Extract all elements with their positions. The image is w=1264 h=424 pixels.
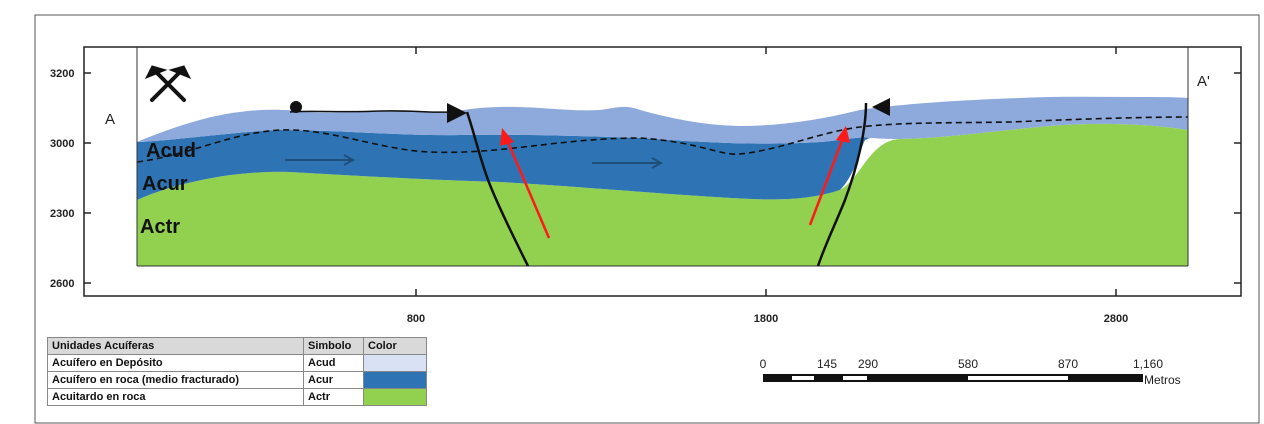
y-tick-label: 3000 bbox=[50, 138, 74, 150]
unit-label-actr: Actr bbox=[140, 216, 180, 238]
legend-header-symbol: Simbolo bbox=[303, 337, 364, 355]
crossed-hammers-icon bbox=[144, 65, 192, 102]
x-axis bbox=[415, 47, 1117, 296]
topographic-surface bbox=[289, 110, 451, 113]
legend-unit-name: Acuífero en Depósito bbox=[47, 354, 304, 372]
acur-layer bbox=[137, 130, 870, 200]
fault-triangle-right bbox=[872, 98, 890, 116]
legend-color-swatch bbox=[363, 388, 427, 406]
vertical-flow-arrows bbox=[500, 126, 850, 239]
legend-unit-code: Acud bbox=[303, 354, 364, 372]
legend-color-swatch bbox=[363, 371, 427, 389]
section-label-right: A' bbox=[1197, 73, 1210, 90]
lateral-arrowhead-1 bbox=[343, 154, 356, 166]
fault-line-right bbox=[816, 102, 868, 267]
scale-label: 1,160 bbox=[1133, 357, 1163, 371]
scale-label: 0 bbox=[760, 357, 767, 371]
flow-arrow-right bbox=[808, 137, 845, 226]
fault-line-left bbox=[465, 111, 530, 267]
aquifer-units-legend: Unidades Acuíferas Simbolo Color Acuífer… bbox=[47, 337, 427, 406]
y-tick-label: 2600 bbox=[50, 278, 74, 290]
flow-arrowhead-left bbox=[500, 128, 514, 146]
water-table-line bbox=[136, 116, 1189, 163]
legend-header-color: Color bbox=[363, 337, 427, 355]
legend-row: Acuitardo en roca Actr bbox=[47, 388, 427, 406]
legend-row: Acuífero en Depósito Acud bbox=[47, 354, 427, 372]
legend-unit-name: Acuífero en roca (medio fracturado) bbox=[47, 371, 304, 389]
x-tick-label: 2800 bbox=[1104, 313, 1128, 325]
unit-label-acud: Acud bbox=[146, 140, 196, 162]
acud-layer bbox=[137, 96, 1188, 144]
lateral-arrowhead-2 bbox=[651, 157, 664, 169]
legend-unit-code: Acur bbox=[303, 371, 364, 389]
scale-bar bbox=[763, 374, 1143, 382]
y-tick-label: 2300 bbox=[50, 208, 74, 220]
well-marker bbox=[290, 101, 302, 113]
section-label-left: A bbox=[105, 111, 115, 128]
scale-label: 290 bbox=[858, 357, 878, 371]
scale-label: 580 bbox=[958, 357, 978, 371]
legend-color-swatch bbox=[363, 354, 427, 372]
actr-layer bbox=[137, 123, 1188, 266]
figure-border bbox=[34, 14, 1260, 424]
flow-arrowhead-right bbox=[836, 126, 850, 143]
legend-row: Acuífero en roca (medio fracturado) Acur bbox=[47, 371, 427, 389]
legend-unit-name: Acuitardo en roca bbox=[47, 388, 304, 406]
scale-label: 145 bbox=[817, 357, 837, 371]
y-tick-label: 3200 bbox=[50, 68, 74, 80]
y-axis bbox=[84, 72, 1241, 284]
fault-triangle-left bbox=[447, 103, 467, 123]
scale-label: 870 bbox=[1058, 357, 1078, 371]
lateral-flow-arrows bbox=[285, 154, 664, 169]
scale-unit: Metros bbox=[1144, 373, 1181, 387]
legend-header-row: Unidades Acuíferas Simbolo Color bbox=[47, 337, 427, 355]
legend-header-unit: Unidades Acuíferas bbox=[47, 337, 304, 355]
legend-unit-code: Actr bbox=[303, 388, 364, 406]
x-tick-label: 1800 bbox=[754, 313, 778, 325]
x-tick-label: 800 bbox=[407, 313, 425, 325]
unit-label-acur: Acur bbox=[142, 173, 188, 195]
flow-arrow-left bbox=[505, 139, 551, 239]
